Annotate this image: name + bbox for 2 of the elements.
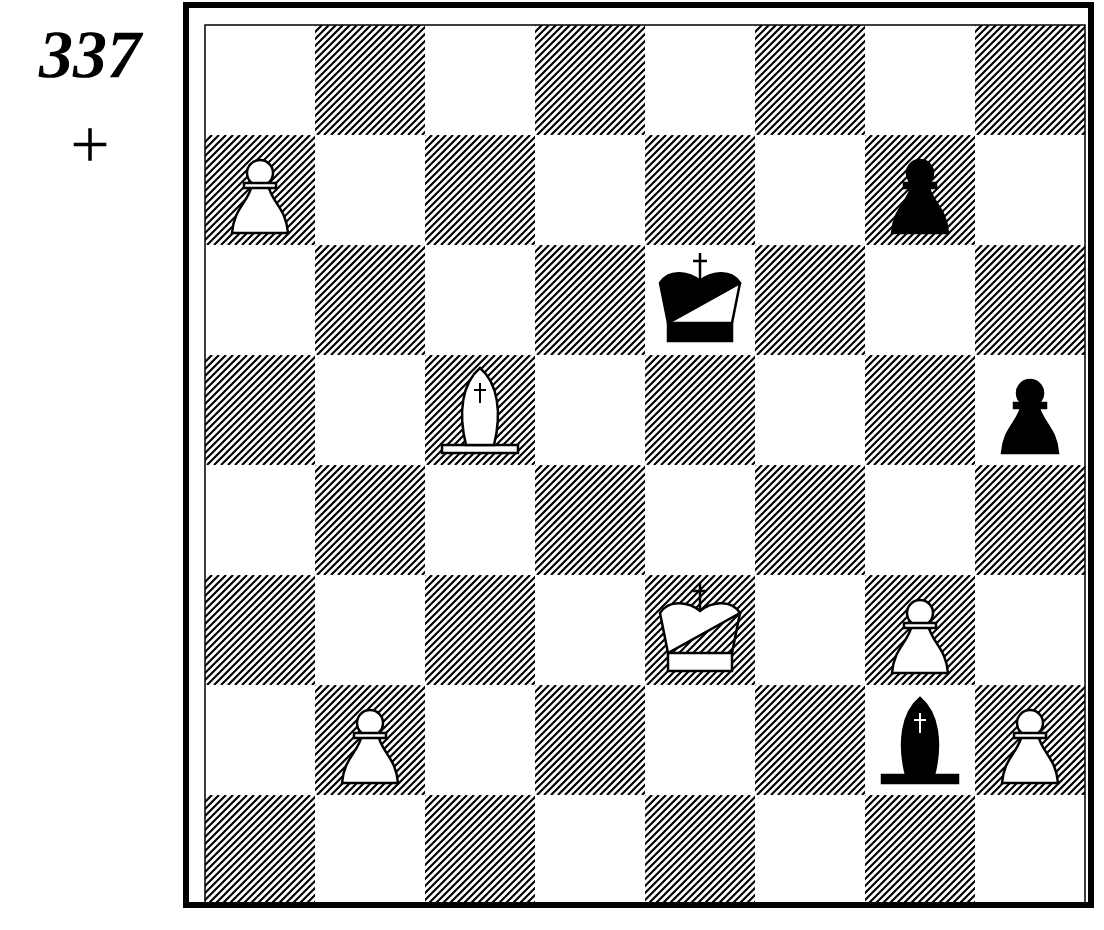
problem-number: 337 (38, 32, 144, 78)
symbol: + (73, 128, 107, 161)
